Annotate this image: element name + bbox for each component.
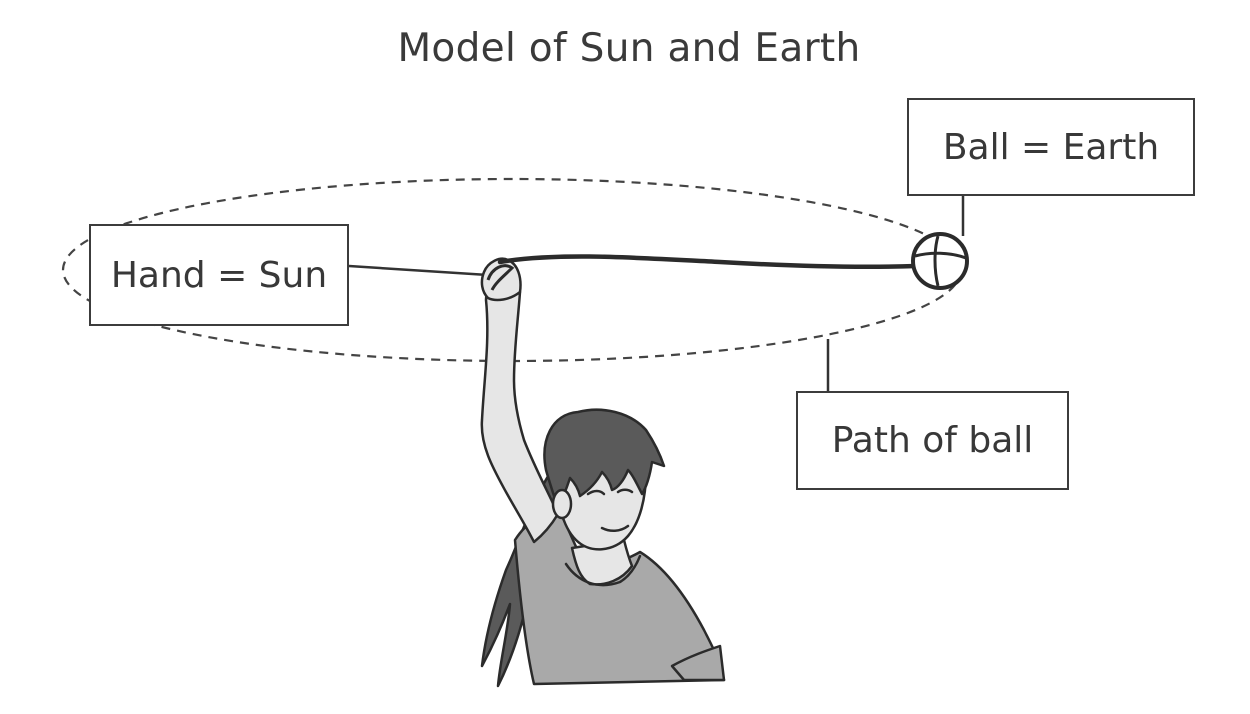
string-coil [486, 264, 515, 291]
girl-raised-arm [480, 283, 560, 544]
girl-hair [543, 408, 666, 510]
girl-collar [564, 554, 642, 587]
string [497, 254, 919, 270]
girl-figure [480, 257, 726, 688]
girl-neck [570, 538, 634, 586]
ball [911, 232, 969, 290]
girl-mouth [600, 524, 630, 532]
girl-left-eye [586, 489, 606, 496]
label-ball-earth: Ball = Earth [907, 98, 1195, 196]
label-path-of-ball: Path of ball [796, 391, 1069, 490]
girl-right-eye [616, 488, 634, 494]
girl-ear [551, 488, 573, 520]
diagram-title: Model of Sun and Earth [397, 26, 861, 71]
girl-right-sleeve-cuff [670, 644, 726, 682]
label-hand-sun: Hand = Sun [89, 224, 349, 326]
sun-leader-line [348, 264, 489, 277]
